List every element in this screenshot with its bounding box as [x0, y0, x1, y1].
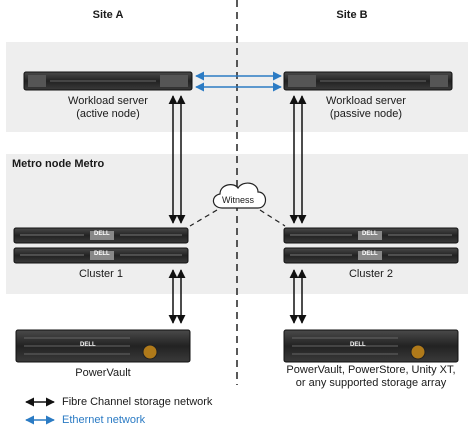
workload-server-a [23, 71, 193, 91]
cluster-1-badge-bottom: DELL [94, 251, 110, 257]
storage-a-label: PowerVault [75, 367, 131, 379]
legend-ethernet-label: Ethernet network [62, 414, 146, 426]
cluster-2-appliance [283, 227, 459, 264]
witness-cloud [212, 182, 267, 209]
storage-b-badge: DELL [350, 342, 366, 348]
cluster-1-label: Cluster 1 [78, 268, 124, 280]
storage-b-label-line1: PowerVault, PowerStore, Unity XT, [286, 364, 456, 376]
workload-server-b-title: Workload server [326, 95, 406, 107]
workload-server-b-role: (passive node) [329, 108, 403, 120]
storage-a-badge: DELL [80, 342, 96, 348]
metro-zone-title: Metro node Metro [12, 158, 105, 170]
storage-b-label-line2: or any supported storage array [295, 377, 447, 389]
workload-server-b [283, 71, 453, 91]
cluster-2-badge-bottom: DELL [362, 251, 378, 257]
cluster-1-badge-top: DELL [94, 231, 110, 237]
cluster-1-appliance [13, 227, 189, 264]
witness-label: Witness [221, 195, 255, 205]
legend-fc-label: Fibre Channel storage network [62, 396, 213, 408]
storage-array-a [15, 329, 191, 363]
witness-link-cluster-2 [259, 209, 286, 227]
site-a-label: Site A [92, 9, 124, 21]
cluster-2-label: Cluster 2 [348, 268, 394, 280]
cluster-2-badge-top: DELL [362, 231, 378, 237]
site-b-label: Site B [336, 9, 368, 21]
workload-server-a-title: Workload server [68, 95, 148, 107]
storage-array-b [283, 329, 459, 363]
workload-server-a-role: (active node) [76, 108, 140, 120]
